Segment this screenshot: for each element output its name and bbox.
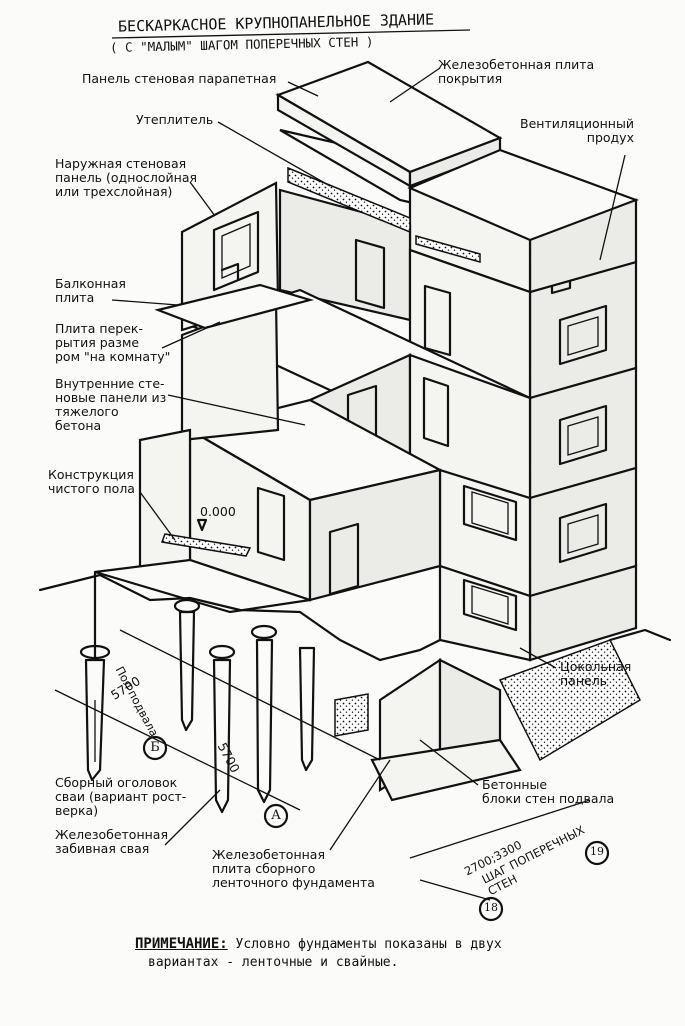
label-parapet-panel: Панель стеновая парапетная [82, 71, 277, 86]
axis-19: 19 [590, 845, 604, 858]
right-facade [528, 252, 638, 662]
middle-facade [438, 468, 532, 662]
label-insulation: Утеплитель [136, 112, 214, 127]
dimension-lines [54, 629, 591, 901]
note-line1: ПРИМЕЧАНИЕ: Условно фундаменты показаны … [135, 936, 502, 953]
label-clean-floor: Конструкция чистого пола [48, 467, 135, 496]
axis-b: Б [150, 740, 160, 755]
label-level-mark: 0.000 [200, 504, 236, 519]
level-arrow [196, 518, 208, 532]
label-roof-slab: Железобетонная плита покрытия [438, 57, 595, 86]
ground-line [38, 573, 442, 662]
ground-right [608, 628, 672, 642]
label-pile-cap: Сборный оголовок сваи (вариант рост- вер… [55, 775, 187, 818]
label-inner-wall-panels: Внутренние сте- новые панели из тяжелого… [55, 376, 167, 433]
axis-19-circle [584, 840, 610, 866]
roof [275, 60, 640, 263]
axis-b-circle [142, 735, 168, 761]
axis-18-circle [478, 896, 504, 922]
note-line2: вариантах - ленточные и свайные. [148, 955, 399, 970]
note-heading: ПРИМЕЧАНИЕ: [135, 936, 228, 952]
leader-lines [94, 67, 626, 851]
label-strip-foundation: Железобетонная плита сборного ленточного… [212, 847, 375, 890]
axis-a-circle [263, 803, 289, 829]
foundation [334, 639, 641, 802]
ground-floor [93, 428, 311, 662]
label-vent-duct: Вентиляционный продух [520, 116, 634, 145]
axis-18: 18 [484, 901, 498, 914]
label-driven-pile: Железобетонная забивная свая [55, 827, 168, 856]
label-outer-wall-panel: Наружная стеновая панель (однослойная ил… [55, 156, 197, 199]
label-floor-slab: Плита перек- рытия разме ром "на комнату… [55, 321, 171, 364]
note-text: Условно фундаменты показаны в двух [227, 937, 502, 952]
axis-a: А [271, 808, 281, 823]
title-underline [111, 29, 471, 39]
balcony-slab [154, 283, 315, 330]
label-basement-blocks: Бетонные блоки стен подвала [482, 777, 615, 806]
piles [79, 598, 316, 814]
label-plinth-panel: Цокольная панель [560, 659, 632, 688]
label-balcony-slab: Балконная плита [55, 276, 126, 305]
